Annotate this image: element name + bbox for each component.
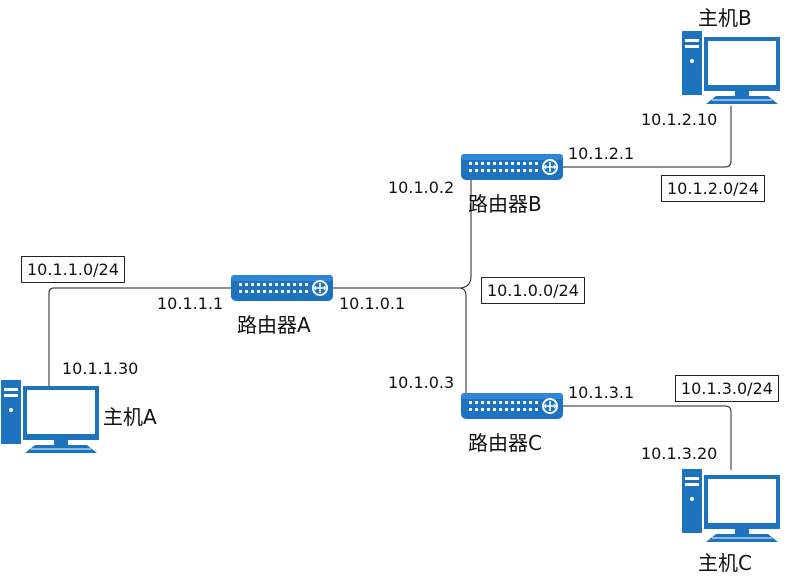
router-c-ip-left: 10.1.0.3 — [388, 373, 455, 392]
host-a-name: 主机A — [103, 405, 157, 429]
router-b-icon — [460, 153, 564, 181]
router-b-name: 路由器B — [468, 192, 542, 216]
network-label-net0: 10.1.0.0/24 — [481, 277, 585, 304]
router-b-ip-right: 10.1.2.1 — [568, 144, 635, 163]
link-routerc-hostc — [562, 405, 732, 470]
host-c-ip: 10.1.3.20 — [641, 444, 718, 463]
host-c-name: 主机C — [698, 551, 752, 575]
network-label-net2: 10.1.2.0/24 — [661, 175, 765, 202]
router-c-ip-right: 10.1.3.1 — [568, 383, 635, 402]
network-label-net1: 10.1.1.0/24 — [21, 256, 125, 283]
host-b-name: 主机B — [698, 6, 752, 30]
host-c-computer-icon — [681, 468, 781, 543]
network-label-net3: 10.1.3.0/24 — [675, 375, 779, 402]
router-a-ip-left: 10.1.1.1 — [157, 294, 224, 313]
link-routerb-hostb — [562, 106, 732, 168]
host-a-ip: 10.1.1.30 — [62, 359, 139, 378]
host-b-ip: 10.1.2.10 — [641, 110, 718, 129]
router-a-name: 路由器A — [237, 313, 311, 337]
host-a-computer-icon — [0, 379, 100, 454]
host-b-computer-icon — [681, 30, 781, 105]
router-c-icon — [460, 392, 564, 420]
router-a-icon — [230, 274, 334, 302]
router-a-ip-right: 10.1.0.1 — [339, 294, 406, 313]
link-bus-routerc — [458, 287, 467, 393]
router-b-ip-left: 10.1.0.2 — [388, 178, 455, 197]
router-c-name: 路由器C — [468, 431, 542, 455]
link-hosta-routera — [48, 287, 232, 390]
